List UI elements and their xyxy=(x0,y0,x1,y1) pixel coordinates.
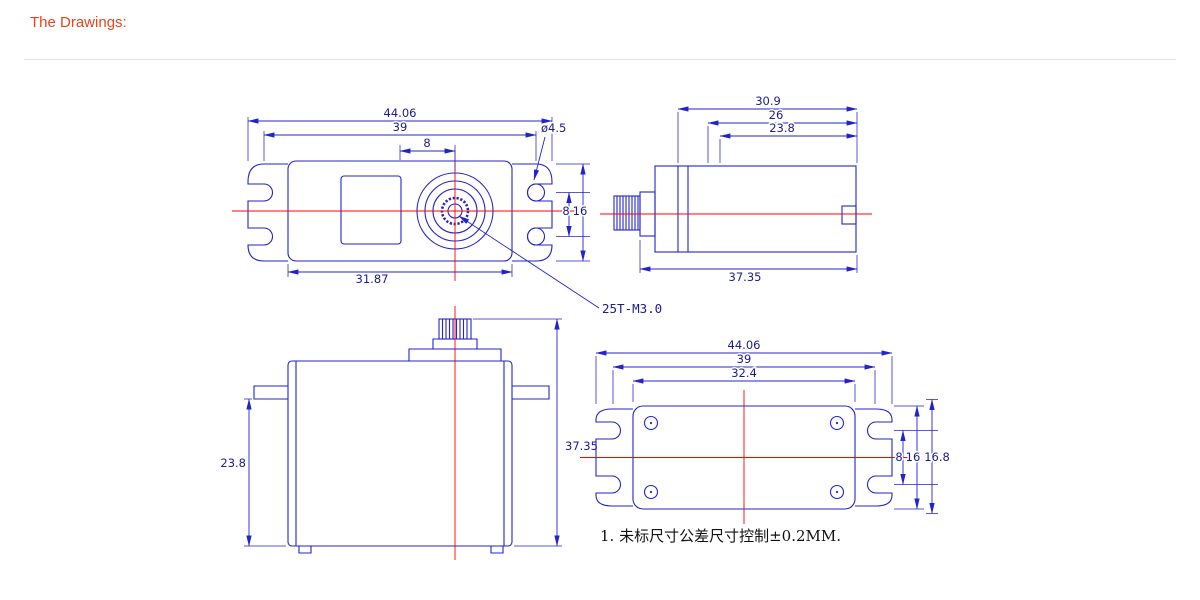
dim-top-shaft-offset: 8 xyxy=(423,136,430,150)
top-view-labels: 44.06 39 8 ø4.5 31.87 8 16 25T-M3.0 xyxy=(354,105,664,318)
dim-front-height: 37.35 xyxy=(565,439,598,453)
corner-screw xyxy=(829,415,845,431)
dim-top-side-8: 8 xyxy=(562,204,569,218)
spline-spec-label: 25T-M3.0 xyxy=(602,301,662,316)
dim-top-mount-width: 39 xyxy=(393,120,408,134)
front-view-outline xyxy=(253,318,550,554)
dim-bottom-mount-width: 39 xyxy=(737,352,752,366)
top-view: 44.06 39 8 ø4.5 31.87 8 16 25T-M3.0 xyxy=(232,105,664,318)
bottom-view-labels: 44.06 39 32.4 8 16 16.8 xyxy=(726,337,951,466)
dim-bottom-side-8: 8 xyxy=(895,450,902,464)
right-foot xyxy=(490,546,504,554)
left-mounting-ear xyxy=(247,163,288,262)
dim-side-length: 37.35 xyxy=(729,270,762,284)
spline-teeth xyxy=(616,196,639,230)
corner-screw xyxy=(643,415,659,431)
bottom-view-centerlines xyxy=(580,390,910,524)
dim-bottom-side-16: 16 xyxy=(906,450,921,464)
dim-side-depth-total: 30.9 xyxy=(755,94,781,108)
top-view-dimensions xyxy=(247,117,600,309)
side-view-labels: 30.9 26 23.8 37.35 xyxy=(727,93,796,286)
left-flange-tab xyxy=(253,385,288,400)
mounting-hole xyxy=(526,183,546,202)
side-view: 30.9 26 23.8 37.35 xyxy=(600,93,872,286)
right-flange-tab xyxy=(512,385,550,400)
side-view-dimensions xyxy=(639,106,858,273)
spline-teeth xyxy=(441,319,468,339)
dim-top-total-width: 44.06 xyxy=(384,106,417,120)
corner-screw xyxy=(829,484,845,500)
front-view-labels: 37.35 23.8 xyxy=(219,438,600,472)
dim-bottom-total-width: 44.06 xyxy=(728,338,761,352)
page-title: The Drawings: xyxy=(30,14,127,31)
top-view-centerlines xyxy=(232,150,576,281)
spline-shaft xyxy=(613,195,641,231)
side-view-outline xyxy=(613,165,857,253)
dim-side-depth-26: 26 xyxy=(769,108,784,122)
dim-top-body-width: 31.87 xyxy=(356,272,389,286)
spline-leader xyxy=(458,215,600,309)
bottom-view: 44.06 39 32.4 8 16 16.8 xyxy=(580,337,951,524)
front-view: 37.35 23.8 xyxy=(219,306,600,560)
bottom-view-dimensions xyxy=(595,350,938,515)
dim-top-hole-diameter: ø4.5 xyxy=(541,121,566,135)
dim-bottom-body-width: 32.4 xyxy=(731,366,757,380)
right-mounting-ear xyxy=(512,163,553,262)
dim-front-lower-height: 23.8 xyxy=(220,456,246,470)
case-detail xyxy=(841,205,857,225)
front-view-dimensions xyxy=(244,318,562,547)
left-foot xyxy=(298,546,312,554)
dim-side-depth-238: 23.8 xyxy=(769,121,795,135)
hole-dia-leader xyxy=(533,136,546,181)
mounting-hole xyxy=(526,227,546,246)
section-divider xyxy=(24,59,1176,60)
dim-bottom-side-168: 16.8 xyxy=(924,450,950,464)
dim-top-side-16: 16 xyxy=(573,204,588,218)
tolerance-note: 1. 未标尺寸公差尺寸控制±0.2MM. xyxy=(600,527,841,545)
corner-screw xyxy=(643,484,659,500)
